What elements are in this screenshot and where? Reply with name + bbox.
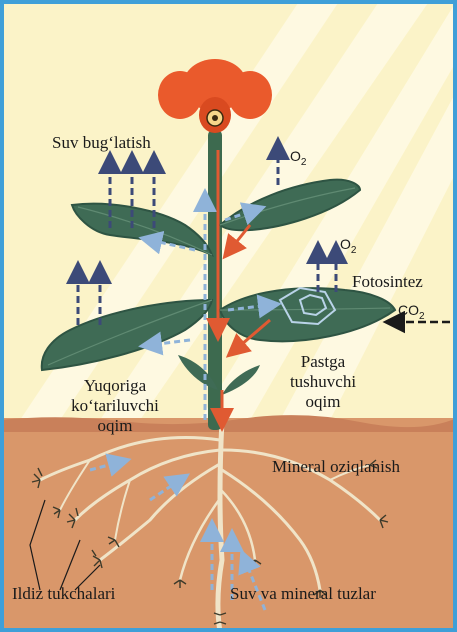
downward-flow-line-3: oqim [268, 392, 378, 412]
water-minerals-label: Suv va mineral tuzlar [230, 584, 376, 604]
o2-top-label: O2 [290, 148, 306, 168]
downward-flow-line-1: Pastga [268, 352, 378, 372]
upward-flow-label: Yuqoriga ko‘tariluvchi oqim [40, 376, 190, 436]
transpiration-label: Suv bug‘latish [52, 133, 151, 153]
co2-label: CO2 [398, 302, 425, 322]
downward-flow-line-2: tushuvchi [268, 372, 378, 392]
downward-flow-label: Pastga tushuvchi oqim [268, 352, 378, 412]
upward-flow-line-1: Yuqoriga [40, 376, 190, 396]
upward-flow-line-3: oqim [40, 416, 190, 436]
photosynthesis-label: Fotosintez [352, 272, 423, 292]
mineral-nutrition-label: Mineral oziqlanish [272, 457, 400, 477]
upward-flow-line-2: ko‘tariluvchi [40, 396, 190, 416]
o2-mid-label: O2 [340, 236, 356, 256]
root-hairs-label: Ildiz tukchalari [12, 584, 115, 604]
